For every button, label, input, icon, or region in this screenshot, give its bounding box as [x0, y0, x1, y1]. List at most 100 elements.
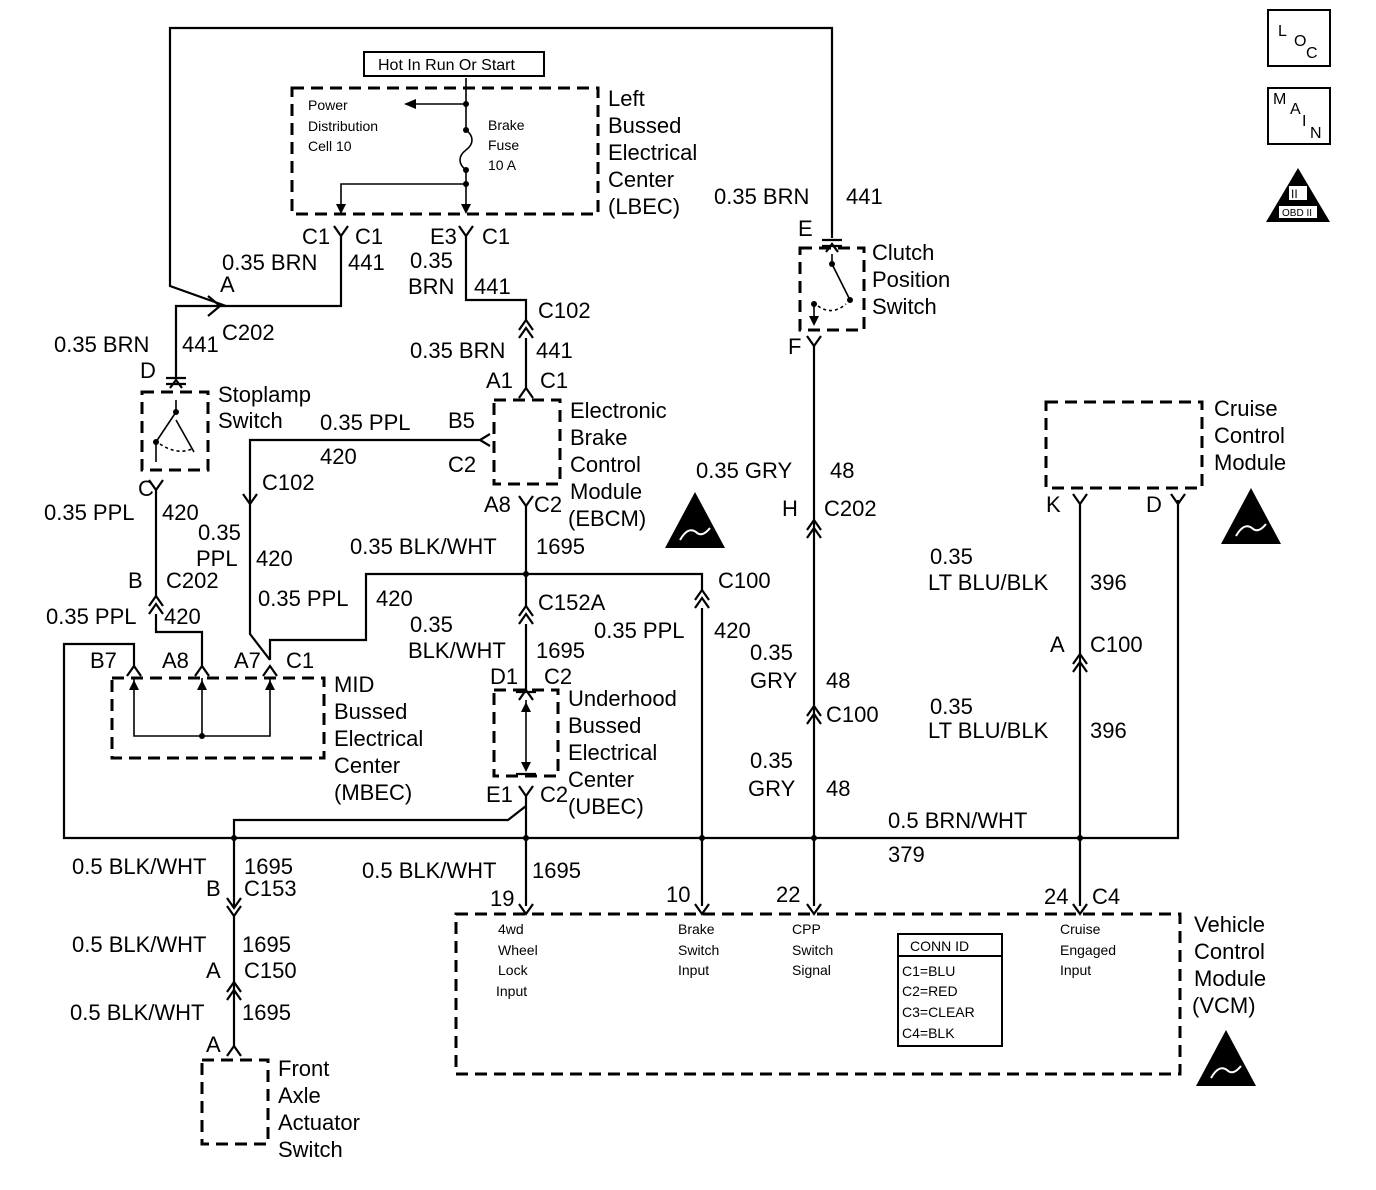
hot-in-run-label: Hot In Run Or Start	[378, 57, 515, 74]
ebcm-ppl2-size-b: PPL	[196, 546, 238, 571]
ebcm-ppl-size: 0.35 PPL	[320, 410, 411, 435]
ebcm-conn-c2: C2	[448, 452, 476, 477]
vcm-pin-24: 24	[1044, 884, 1068, 909]
mbec-name-4: Center	[334, 753, 400, 778]
lbec-name-4: Center	[608, 167, 674, 192]
clutch-name-3: Switch	[872, 294, 937, 319]
fuse-symbol	[459, 129, 473, 171]
conn-id-table: CONN ID C1=BLU C2=RED C3=CLEAR C4=BLK	[897, 933, 1003, 1047]
ebcm-ppl-circuit: 420	[320, 444, 357, 469]
ubec-w-circuit: 1695	[536, 638, 585, 663]
stoplamp-outline	[140, 390, 210, 472]
main-letter-a: A	[1290, 101, 1301, 118]
vcm-name-2: Control	[1194, 939, 1265, 964]
ebcm-outline	[492, 398, 562, 486]
cruise-pin-d: D	[1146, 492, 1162, 517]
cruise-brnwht-circuit: 379	[888, 842, 925, 867]
ebcm-blkwht-size: 0.35 BLK/WHT	[350, 534, 497, 559]
ebcm-ppl2-circuit: 420	[256, 546, 293, 571]
cruise-w2-circuit: 396	[1090, 718, 1127, 743]
loc-letter-l: L	[1278, 23, 1287, 40]
mbec-outline	[110, 676, 326, 760]
ubec-w-size-a: 0.35	[410, 612, 453, 637]
mbec-name-2: Bussed	[334, 699, 407, 724]
ebcm-pin-a1: A1	[486, 368, 513, 393]
ebcm-name-5: (EBCM)	[568, 506, 646, 531]
cruise-pin-k: K	[1046, 492, 1061, 517]
ubec-pin-d1: D1	[490, 664, 518, 689]
vcm-input3-3: Signal	[792, 962, 831, 978]
lbec-name-3: Electrical	[608, 140, 697, 165]
lbec-conn-c1-right: C1	[482, 224, 510, 249]
ubec-w-size-b: BLK/WHT	[408, 638, 506, 663]
vcm-name-4: (VCM)	[1192, 993, 1256, 1018]
w4-size: 0.35 BRN	[410, 338, 505, 363]
ll-c150: C150	[244, 958, 297, 983]
ebcm-conn-c1: C1	[540, 368, 568, 393]
esd-warning-icon-cruise	[1221, 488, 1281, 544]
vcm-input1-2: Wheel	[498, 942, 538, 958]
vcm-w-circuit: 1695	[532, 858, 581, 883]
vcm-input3-1: CPP	[792, 921, 821, 937]
wire-441-lbec-e3	[464, 236, 528, 322]
conn-id-row-4: C4=BLK	[902, 1025, 955, 1041]
c102-top: C102	[538, 298, 591, 323]
front-axle-name-1: Front	[278, 1056, 329, 1081]
ebcm-conn-c2b: C2	[534, 492, 562, 517]
lbec: Hot In Run Or Start Power Distribution C…	[290, 51, 697, 219]
loc-icon[interactable]: L O C	[1267, 9, 1331, 67]
clutch-c100: C100	[826, 702, 879, 727]
w3-size: 0.35 BRN	[54, 332, 149, 357]
vcm-conn-c4: C4	[1092, 884, 1120, 909]
mbec-pin-a7: A7	[234, 648, 261, 673]
obd-ii-icon[interactable]: II OBD II	[1266, 168, 1330, 222]
clutch-brn-circuit: 441	[846, 184, 883, 209]
ll-w3-size: 0.5 BLK/WHT	[70, 1000, 204, 1025]
w3-circuit: 441	[182, 332, 219, 357]
wire-441-top-loop	[168, 26, 834, 308]
ubec-c152a: C152A	[538, 590, 606, 615]
clutch-c202: C202	[824, 496, 877, 521]
cruise-w1-size-a: 0.35	[930, 544, 973, 569]
lbec-pin-c1: C1	[302, 224, 330, 249]
ebcm-blkwht-circuit: 1695	[536, 534, 585, 559]
clutch-name-1: Clutch	[872, 240, 934, 265]
vcm-input2-1: Brake	[678, 921, 715, 937]
main-icon[interactable]: M A I N	[1267, 87, 1331, 145]
front-axle-outline	[200, 1058, 270, 1146]
vcm-name-1: Vehicle	[1194, 912, 1265, 937]
ubec-name-1: Underhood	[568, 686, 677, 711]
obd-roman: II	[1291, 187, 1298, 201]
vcm-outline	[454, 912, 1182, 1076]
stoplamp-w2-size: 0.35 PPL	[46, 604, 137, 629]
conn-id-row-3: C3=CLEAR	[902, 1004, 975, 1020]
stoplamp-pin-c: C	[138, 476, 154, 501]
ebcm-c102: C102	[262, 470, 315, 495]
clutch-outline	[798, 246, 866, 332]
ebcm-ppl2-size-a: 0.35	[198, 520, 241, 545]
mbec-name-5: (MBEC)	[334, 780, 412, 805]
clutch-gry3-circuit: 48	[826, 776, 850, 801]
main-letter-n: N	[1310, 125, 1322, 142]
vcm-pin-22: 22	[776, 882, 800, 907]
ubec-name-5: (UBEC)	[568, 794, 644, 819]
ebcm-name-4: Module	[570, 479, 642, 504]
mbec-pin-c1: C1	[286, 648, 314, 673]
lbec-outline	[290, 86, 600, 216]
cruise-c100: C100	[1090, 632, 1143, 657]
w2-circuit: 441	[474, 274, 511, 299]
obd-caption: OBD II	[1282, 208, 1312, 219]
wire-420-c100	[268, 572, 704, 660]
clutch-pin-f: F	[788, 334, 801, 359]
vcm-pin-19: 19	[490, 886, 514, 911]
fuse-line-1: Brake	[488, 117, 525, 133]
cruise-outline	[1044, 400, 1204, 490]
mbec-name-3: Electrical	[334, 726, 423, 751]
ubec-ppl-circuit: 420	[714, 618, 751, 643]
ll-w2-circuit: 1695	[242, 932, 291, 957]
ubec-c100: C100	[718, 568, 771, 593]
w2-size-a: 0.35	[410, 248, 453, 273]
ebcm-ppl3-circuit: 420	[376, 586, 413, 611]
mbec-pin-b7: B7	[90, 648, 117, 673]
vcm-input1-3: Lock	[498, 962, 529, 978]
